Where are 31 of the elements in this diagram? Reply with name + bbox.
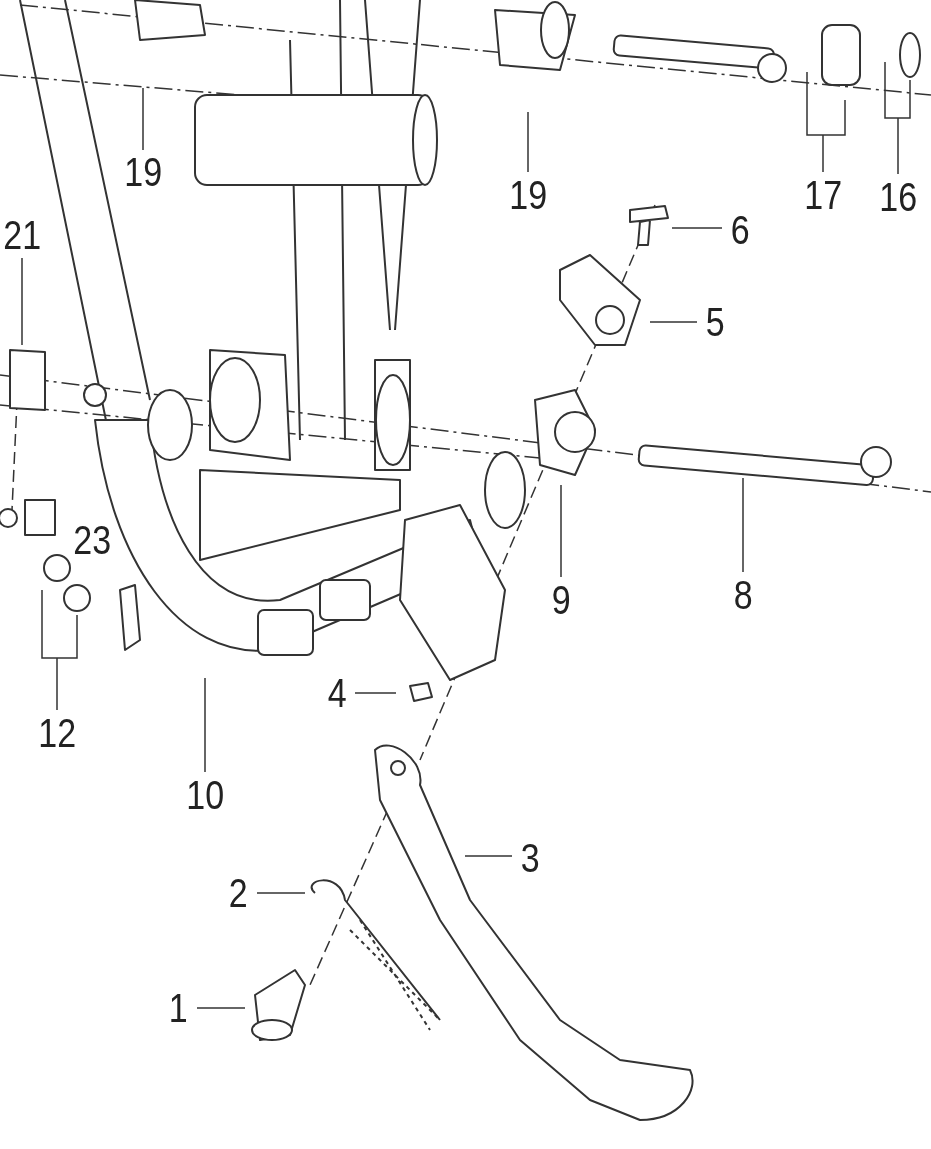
leader-line <box>527 111 529 173</box>
leader-line <box>196 1007 246 1009</box>
callout-number: 10 <box>185 775 224 815</box>
callout-number: 21 <box>2 215 41 255</box>
leader-line <box>742 477 744 573</box>
callout-number: 3 <box>520 838 540 878</box>
leader-line <box>41 589 78 711</box>
leader-line <box>464 855 513 857</box>
leader-line <box>142 87 144 151</box>
callout-number: 23 <box>72 520 111 560</box>
callout-number: 6 <box>730 210 750 250</box>
leader-line <box>649 321 698 323</box>
callout-number: 19 <box>508 175 547 215</box>
leader-line <box>256 892 306 894</box>
callout-number: 19 <box>123 152 162 192</box>
leader-line <box>806 71 846 173</box>
leader-line <box>884 61 911 175</box>
callout-number: 1 <box>168 988 188 1028</box>
leader-line <box>204 677 206 773</box>
callout-number: 12 <box>37 713 76 753</box>
leader-line <box>354 692 397 694</box>
callout-number: 17 <box>803 175 842 215</box>
leader-line <box>560 484 562 578</box>
leader-line <box>21 257 23 346</box>
callout-number: 4 <box>327 673 347 713</box>
leader-line <box>671 227 723 229</box>
callout-number: 8 <box>733 575 753 615</box>
callout-number: 5 <box>705 302 725 342</box>
callout-number: 9 <box>551 580 571 620</box>
callout-number: 16 <box>878 177 917 217</box>
callout-number: 2 <box>228 873 248 913</box>
